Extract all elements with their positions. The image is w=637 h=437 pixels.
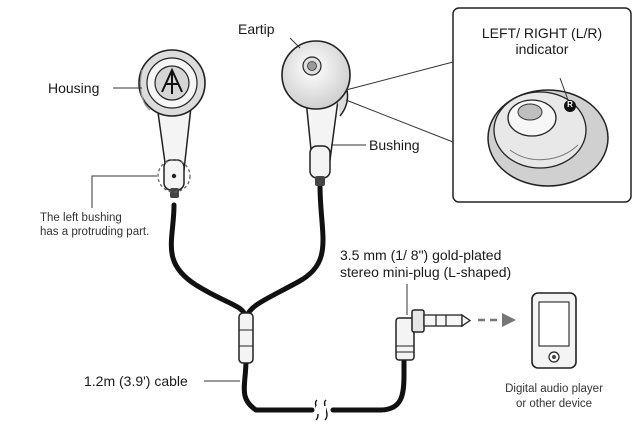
right-cable-branch <box>243 182 326 321</box>
plug-cable <box>330 355 407 413</box>
lr-indicator-label-line1: LEFT/ RIGHT (L/R) <box>481 25 603 41</box>
cable-label: 1.2m (3.9') cable <box>84 373 188 389</box>
right-eartip <box>281 40 351 110</box>
lr-indicator-label-line2: indicator <box>515 41 569 57</box>
cable-splitter <box>238 312 254 364</box>
r-mark-icon <box>564 100 576 112</box>
left-bushing-highlight <box>157 159 191 193</box>
right-earpiece <box>281 40 351 186</box>
player-label-line1: Digital audio player <box>505 383 603 395</box>
main-cable <box>241 357 315 413</box>
lr-indicator-inset <box>345 7 632 203</box>
connection-arrow <box>478 313 516 327</box>
plug-label-line1: 3.5 mm (1/ 8") gold-plated <box>340 247 502 263</box>
player-label-line2: or other device <box>515 398 593 410</box>
left-cable-branch <box>168 202 249 321</box>
bushing-label: Bushing <box>369 137 420 153</box>
r-mark-text: R <box>567 100 573 109</box>
housing-label: Housing <box>48 80 100 96</box>
left-earpiece <box>138 49 206 198</box>
right-bushing-body <box>309 145 331 179</box>
eartip-label: Eartip <box>238 21 275 37</box>
plug-label-line2: stereo mini-plug (L-shaped) <box>340 264 512 280</box>
left-bushing-note-line1: The left bushing <box>40 212 122 224</box>
leader-lines <box>91 37 408 382</box>
mini-plug <box>395 309 472 361</box>
left-bushing-note-line2: has a protruding part. <box>40 226 150 238</box>
audio-player-icon <box>531 292 577 369</box>
cable <box>168 182 407 413</box>
logo-icon <box>161 67 183 94</box>
